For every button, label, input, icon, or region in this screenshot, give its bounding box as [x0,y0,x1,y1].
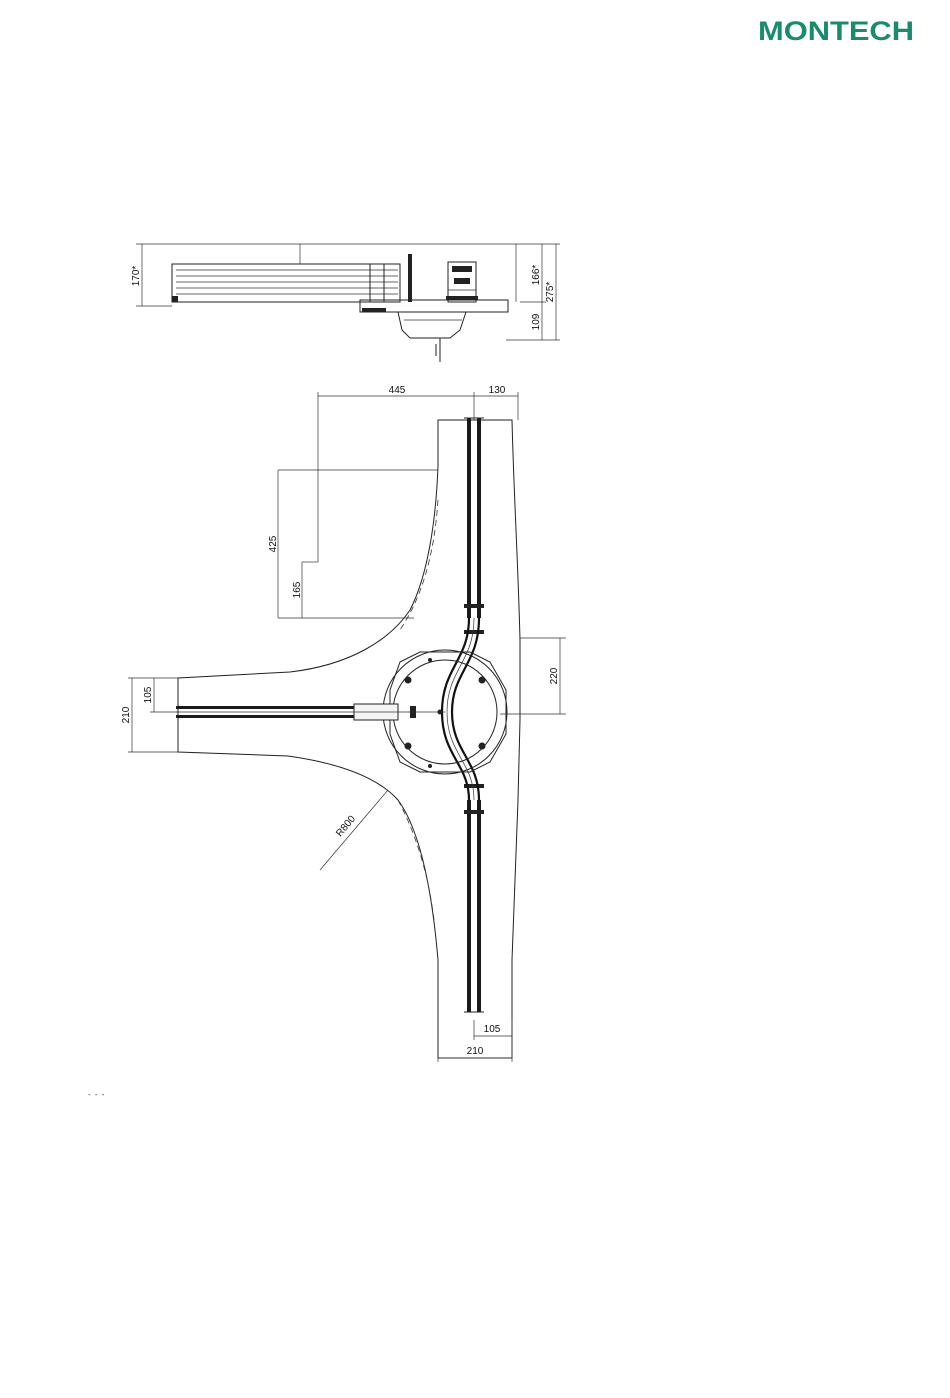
dim-445: 445 [389,385,406,396]
dim-105-bottom: 105 [484,1024,501,1035]
side-view: 170* 166* 275* 109 [131,244,560,362]
side-post [408,254,412,302]
dim-210-bottom: 210 [467,1046,484,1057]
branch-rail-top [176,706,376,709]
dim-210-left: 210 [121,706,132,723]
dim-425: 425 [268,535,279,552]
dim-165: 165 [292,581,303,598]
dim-105-left: 105 [143,686,154,703]
main-rail-bottom-left [467,800,471,1012]
dim-r800: R800 [334,813,358,839]
dim-220: 220 [549,667,560,684]
dim-130: 130 [489,385,506,396]
main-rail-top-right [477,418,481,618]
branch-rail-bottom [176,715,376,718]
dim-side-170: 170* [131,266,142,287]
dim-side-275: 275* [545,282,556,303]
main-rail-bottom-right [477,800,481,1012]
main-rail-top-left [467,418,471,618]
footnote-marks: - - - [88,1090,105,1099]
dim-side-109: 109 [531,313,542,330]
dim-side-166: 166* [531,265,542,286]
side-hub [398,312,466,338]
top-view: 445 130 425 165 220 210 105 R800 105 210 [121,385,566,1062]
